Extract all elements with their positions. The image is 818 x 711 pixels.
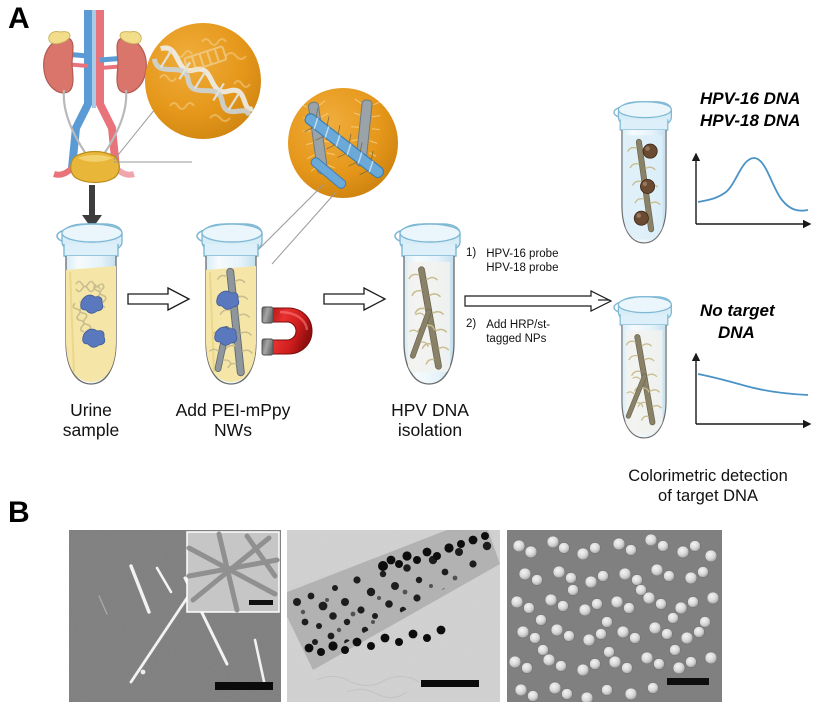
- panel-a-letter: A: [8, 2, 30, 35]
- step-isolation-line1: HPV DNA: [391, 400, 469, 420]
- tube-positive-result-icon: [613, 101, 672, 244]
- tube-urine-sample-icon: [56, 223, 123, 385]
- sem-nanoparticle-clusters-image: [507, 530, 722, 702]
- kidney-bladder-anatomy-icon: [43, 10, 147, 184]
- reaction-arrow-icon: [464, 290, 613, 312]
- step-add-nws-line1: Add PEI-mPpy: [175, 400, 291, 420]
- tube-add-nanowires-icon: [196, 223, 263, 385]
- sem-nanowires-image: [69, 530, 281, 702]
- step-isolation-label: HPV DNA isolation: [370, 400, 490, 440]
- reaction-step-1-number: 1): [466, 247, 477, 259]
- step-isolation-line2: isolation: [397, 420, 463, 440]
- workflow-arrow-1-icon: [127, 286, 191, 312]
- reaction-step-2-number: 2): [466, 318, 477, 330]
- reaction-step-2-line1: Add HRP/st-: [486, 319, 551, 331]
- negative-curve-path: [697, 373, 809, 396]
- workflow-arrow-2-icon: [323, 286, 387, 312]
- step-urine-label: Urine sample: [32, 400, 150, 440]
- reaction-step-1-line2: HPV-18 probe: [486, 262, 559, 274]
- outcome-split-connector: [598, 299, 610, 301]
- down-arrow-icon: [82, 185, 102, 229]
- reaction-step-1: 1) HPV-16 probe HPV-18 probe: [466, 247, 616, 275]
- result-positive-label: HPV-16 DNA HPV-18 DNA: [700, 88, 818, 132]
- nanowire-callout-leader: [245, 183, 337, 265]
- tube-negative-result-icon: [613, 296, 672, 439]
- step-add-nws-line2: NWs: [214, 420, 252, 440]
- colorimetric-caption: Colorimetric detection of target DNA: [598, 466, 818, 506]
- result-negative-line2: DNA: [718, 323, 755, 342]
- callout-dna-icon: [145, 23, 261, 139]
- panel-b-letter: B: [8, 496, 30, 529]
- reaction-step-2-line2: tagged NPs: [486, 333, 547, 345]
- result-negative-line1: No target: [700, 301, 775, 320]
- result-positive-line2: HPV-18 DNA: [700, 111, 801, 130]
- callout-nanowires-icon: [288, 88, 398, 198]
- colorimetric-caption-line2: of target DNA: [658, 487, 758, 505]
- result-positive-line1: HPV-16 DNA: [700, 89, 801, 108]
- tem-nanowires-inset: [186, 531, 280, 613]
- step-add-nws-label: Add PEI-mPpy NWs: [158, 400, 308, 440]
- result-negative-label: No target DNA: [700, 300, 818, 344]
- horseshoe-magnet-icon: [261, 306, 313, 356]
- tube-dna-isolation-icon: [394, 223, 461, 385]
- reaction-step-2: 2) Add HRP/st- tagged NPs: [466, 318, 616, 346]
- step-urine-line2: sample: [62, 420, 120, 440]
- plot-negative-signal: [692, 352, 812, 429]
- plot-positive-signal: [692, 152, 812, 229]
- step-urine-line1: Urine: [70, 400, 112, 420]
- tem-decorated-nanowire-image: [287, 530, 500, 702]
- reaction-step-1-line1: HPV-16 probe: [486, 248, 559, 260]
- colorimetric-caption-line1: Colorimetric detection: [628, 467, 788, 485]
- positive-curve-path: [697, 157, 809, 212]
